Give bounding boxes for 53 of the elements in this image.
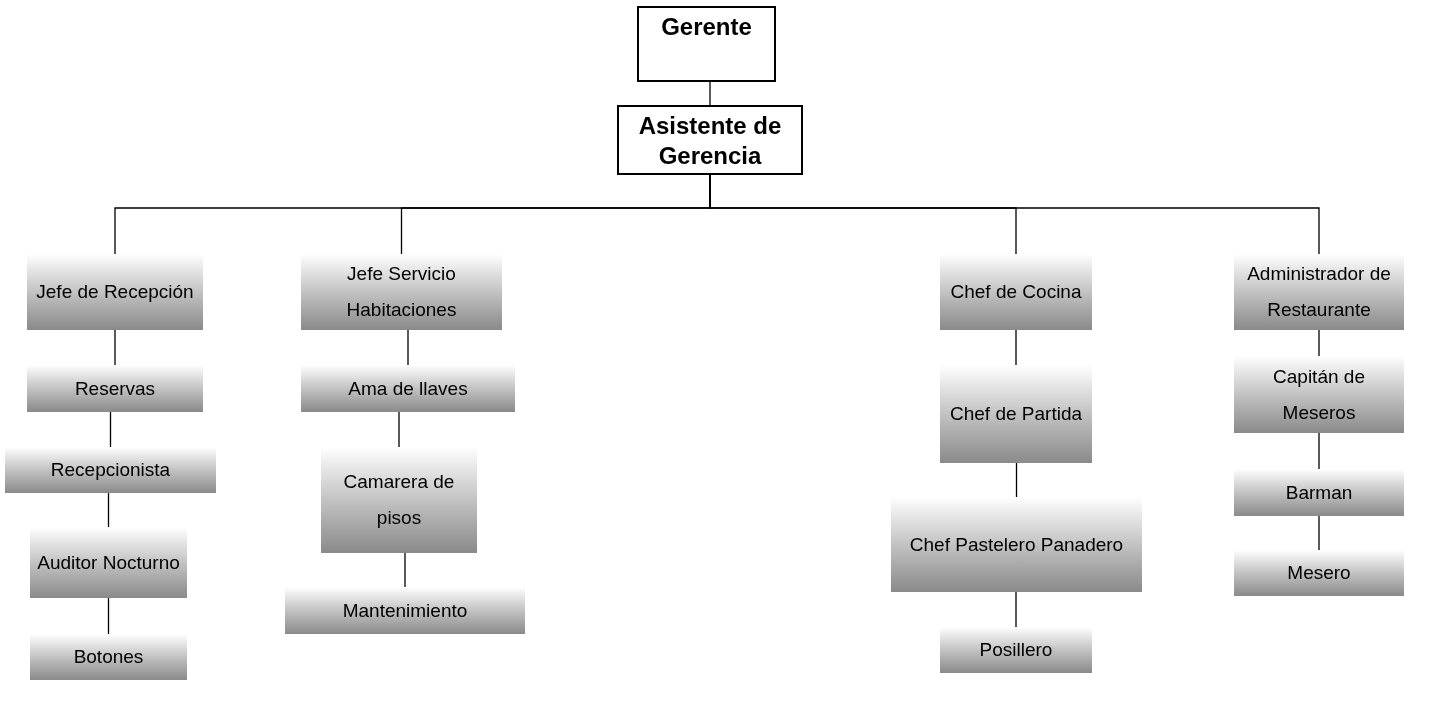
position-box — [27, 365, 203, 412]
connector-line — [114, 329, 116, 366]
position-box — [940, 254, 1092, 330]
position-box — [891, 497, 1142, 592]
title-box — [637, 6, 776, 82]
connector-line — [107, 597, 110, 635]
connector-line — [1318, 515, 1320, 551]
connector-line — [107, 492, 110, 528]
position-label: Jefe de Recepción — [35, 280, 195, 304]
connector-line — [109, 411, 112, 448]
position-box — [30, 634, 187, 680]
position-label: Jefe Servicio Habitaciones — [345, 262, 458, 322]
position-label: Mesero — [1286, 561, 1352, 585]
position-label: Mantenimiento — [341, 598, 469, 623]
position-box — [940, 627, 1092, 673]
connector-line — [1318, 432, 1320, 470]
position-label: Gerente — [661, 12, 752, 42]
connector-line — [404, 552, 406, 588]
position-label: Chef de Partida — [949, 402, 1083, 426]
connector-line — [709, 81, 711, 106]
position-box — [1234, 469, 1404, 516]
position-box — [5, 447, 216, 493]
position-label: Administrador de Restaurante — [1246, 262, 1392, 322]
position-box — [940, 365, 1092, 463]
connector-line — [1015, 462, 1018, 498]
connector-line — [1318, 329, 1320, 357]
position-label: Posillero — [978, 638, 1054, 662]
position-box — [1234, 550, 1404, 596]
position-box — [1234, 254, 1404, 330]
position-label: Chef de Cocina — [949, 280, 1083, 304]
position-label: Botones — [72, 645, 145, 669]
connector-line — [709, 174, 1320, 255]
position-label: Chef Pastelero Panadero — [908, 532, 1125, 557]
position-label: Capitán de Meseros — [1272, 364, 1366, 425]
position-box — [1234, 356, 1404, 433]
position-box — [27, 254, 203, 330]
position-box — [321, 447, 477, 553]
position-box — [301, 365, 515, 412]
title-box — [617, 105, 803, 175]
position-label: Camarera de pisos — [342, 470, 456, 530]
position-label: Barman — [1284, 480, 1354, 505]
position-box — [301, 254, 502, 330]
position-label: Reservas — [73, 376, 157, 401]
connector-line — [398, 411, 400, 448]
position-label: Recepcionista — [49, 458, 172, 482]
position-box — [30, 527, 187, 598]
position-box — [285, 587, 525, 634]
position-label: Asistente de Gerencia — [637, 111, 783, 171]
connector-line — [1015, 329, 1017, 366]
position-label: Ama de llaves — [347, 376, 469, 401]
connector-line — [1015, 591, 1017, 628]
connector-line — [407, 329, 409, 366]
position-label: Auditor Nocturno — [36, 550, 181, 575]
